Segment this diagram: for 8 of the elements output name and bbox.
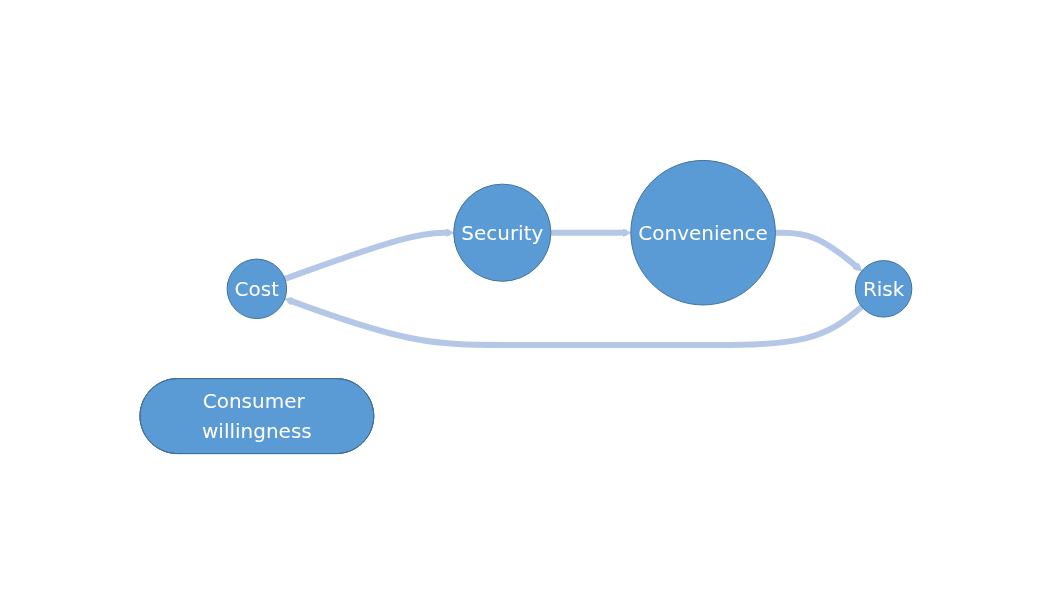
node-circle: Cost <box>226 258 288 320</box>
node-circle: Security <box>453 183 552 282</box>
arrow <box>550 228 632 238</box>
node-circle: Convenience <box>630 159 776 306</box>
node-circle: Risk <box>854 260 913 318</box>
arrow <box>284 297 864 348</box>
arrow <box>775 229 863 272</box>
arrow <box>283 228 455 282</box>
